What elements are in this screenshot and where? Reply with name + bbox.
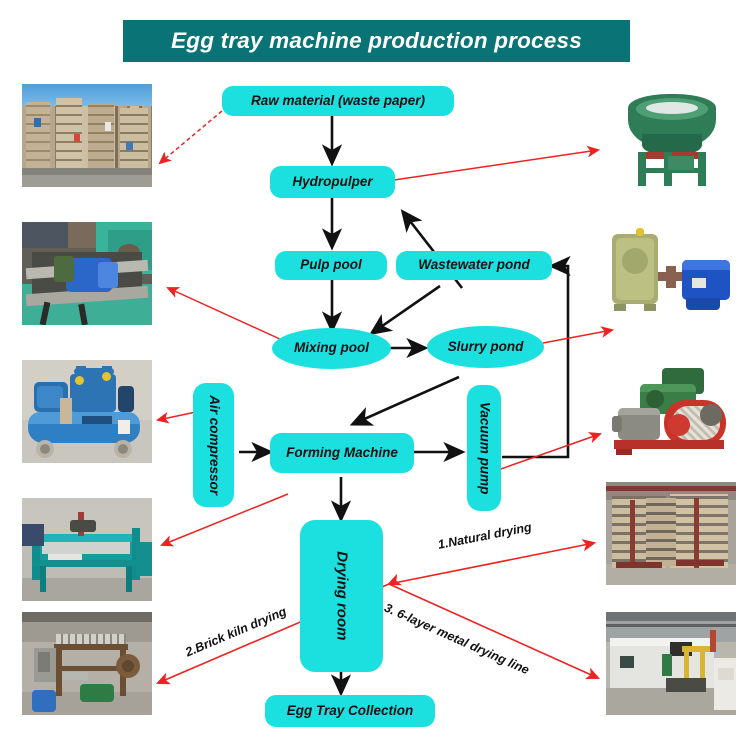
label-metal-drying-line: 3. 6-layer metal drying line — [382, 600, 532, 678]
node-egg-tray-collection[interactable]: Egg Tray Collection — [265, 695, 435, 727]
node-mixing-pool-label: Mixing pool — [294, 340, 369, 356]
node-raw-material-label: Raw material (waste paper) — [250, 92, 426, 108]
node-vacuum-pump[interactable]: Vacuum pump — [467, 385, 501, 511]
air-compressor-photo — [22, 360, 152, 463]
label-brick-kiln-drying: 2.Brick kiln drying — [183, 604, 289, 660]
arrow-wastewater-to-mixingpool — [369, 284, 441, 336]
callout-vacuumpump-to-photo — [497, 432, 602, 471]
waste-paper-bales-photo — [22, 84, 152, 187]
node-pulp-pool[interactable]: Pulp pool — [275, 251, 387, 280]
metal-drying-line-photo — [606, 612, 736, 715]
callout-hydropulper-to-photo — [393, 145, 601, 181]
node-drying-room[interactable]: Drying room — [300, 520, 383, 672]
arrow-metal-drying-line — [388, 583, 601, 679]
arrow-natural-drying — [388, 539, 597, 585]
vacuum-pump-photo — [606, 366, 736, 469]
node-wastewater-pond-label: Wastewater pond — [418, 257, 530, 273]
hydropulper-photo — [606, 90, 736, 193]
node-forming-machine-label: Forming Machine — [286, 444, 398, 460]
node-egg-tray-collection-label: Egg Tray Collection — [286, 702, 414, 718]
callout-pulppool-to-photo — [166, 287, 283, 341]
callout-slurrypond-to-pump-photo — [542, 326, 615, 344]
pulp-pool-agitator-photo — [22, 222, 152, 325]
node-forming-machine[interactable]: Forming Machine — [270, 433, 414, 473]
node-raw-material[interactable]: Raw material (waste paper) — [222, 86, 454, 116]
node-vacuum-pump-label: Vacuum pump — [477, 401, 493, 495]
node-wastewater-pond[interactable]: Wastewater pond — [396, 251, 552, 280]
callout-raw-to-bales — [158, 110, 223, 165]
page-title: Egg tray machine production process — [171, 28, 582, 53]
node-drying-room-label: Drying room — [333, 551, 351, 641]
node-hydropulper-label: Hydropulper — [292, 173, 373, 189]
node-air-compressor-label: Air compressor — [206, 395, 222, 495]
photo-callouts-dashed — [158, 110, 223, 165]
slurry-pump-photo — [606, 228, 736, 331]
arrow-slurrypond-to-forming — [349, 375, 460, 426]
node-air-compressor[interactable]: Air compressor — [193, 383, 234, 507]
node-mixing-pool[interactable]: Mixing pool — [272, 328, 391, 369]
node-slurry-pond-label: Slurry pond — [447, 338, 524, 354]
forming-machine-photo — [22, 498, 152, 601]
brick-kiln-dryer-photo — [22, 612, 152, 715]
page-title-band: Egg tray machine production process — [123, 20, 630, 62]
node-pulp-pool-label: Pulp pool — [300, 257, 362, 273]
node-slurry-pond[interactable]: Slurry pond — [427, 326, 544, 368]
node-hydropulper[interactable]: Hydropulper — [270, 166, 395, 198]
label-natural-drying: 1.Natural drying — [436, 519, 533, 552]
callout-aircompressor-to-photo — [155, 411, 197, 424]
natural-drying-racks-photo — [606, 482, 736, 585]
